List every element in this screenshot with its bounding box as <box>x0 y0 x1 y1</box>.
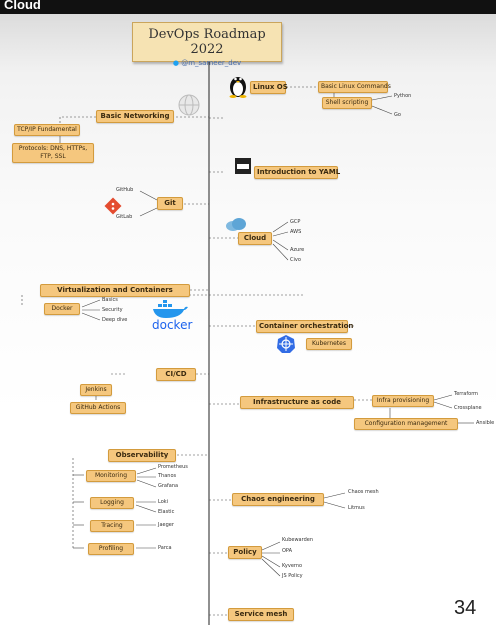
jenkins-box: Jenkins <box>80 384 112 396</box>
basic-networking-box: Basic Networking <box>96 110 174 124</box>
docker-basics-label: Basics <box>102 297 118 303</box>
docker-deep-dive-label: Deep dive <box>102 317 128 323</box>
yaml-file-icon <box>235 158 251 174</box>
loki-label: Loki <box>158 499 169 505</box>
infra-provisioning-box: Infra provisioning <box>372 395 434 407</box>
litmus-label: Litmus <box>348 505 365 511</box>
shell-scripting-box: Shell scripting <box>322 97 372 109</box>
prometheus-label: Prometheus <box>158 464 188 470</box>
cloud-box: Cloud <box>238 232 272 246</box>
elastic-label: Elastic <box>158 509 175 515</box>
grafana-label: Grafana <box>158 483 179 489</box>
docker-whale-icon <box>153 300 188 318</box>
linux-penguin-icon <box>229 77 247 98</box>
observability-box: Observability <box>108 449 176 463</box>
thanos-label: Thanos <box>158 473 177 479</box>
kubernetes-box: Kubernetes <box>306 338 352 350</box>
app-title: Cloud <box>4 0 41 12</box>
logging-box: Logging <box>90 497 134 509</box>
cloud-provider-azure: Azure <box>290 247 305 253</box>
terraform-label: Terraform <box>454 391 479 397</box>
github-actions-box: GitHub Actions <box>70 402 126 414</box>
cloud-provider-civo: Civo <box>290 257 301 263</box>
docker-box: Docker <box>44 303 80 315</box>
docker-security-label: Security <box>102 307 123 313</box>
docker-wordmark: docker <box>152 318 193 332</box>
ansible-label: Ansible <box>476 420 495 426</box>
go-label: Go <box>394 112 401 118</box>
kubernetes-icon <box>277 335 295 353</box>
profiling-box: Profiling <box>88 543 134 555</box>
crossplane-label: Crossplane <box>454 405 482 411</box>
git-box: Git <box>157 197 183 211</box>
policy-box: Policy <box>228 546 262 560</box>
virtualization-containers-box: Virtualization and Containers <box>40 284 190 298</box>
cloud-provider-aws: AWS <box>290 229 302 235</box>
infrastructure-as-code-box: Infrastructure as code <box>240 396 354 410</box>
git-icon <box>104 197 122 215</box>
container-orchestration-box: Container orchestration <box>256 320 353 334</box>
python-label: Python <box>394 93 412 99</box>
cloud-provider-gcp: GCP <box>290 219 301 225</box>
gitlab-label: GitLab <box>116 214 133 220</box>
linux-os-box: Linux OS <box>250 81 288 95</box>
cloud-icon <box>226 218 246 231</box>
kyverno-label: Kyverno <box>282 563 303 569</box>
tracing-box: Tracing <box>90 520 134 532</box>
window-title-bar: Cloud <box>0 0 496 14</box>
protocols-box: Protocols: DNS, HTTPs, FTP, SSL <box>12 143 94 163</box>
service-mesh-box: Service mesh <box>228 608 294 622</box>
page-number: 34 <box>454 597 477 619</box>
introduction-to-yaml-box: Introduction to YAML <box>254 166 340 180</box>
tcpip-box: TCP/IP Fundamental <box>14 124 80 136</box>
kubewarden-label: Kubewarden <box>282 537 313 543</box>
js-policy-label: JS Policy <box>282 573 303 579</box>
chaos-mesh-label: Chaos mesh <box>348 489 379 495</box>
opa-label: OPA <box>282 548 293 554</box>
author-handle: ● @m_sameer_dev <box>172 59 242 67</box>
twitter-icon: ● <box>172 59 179 67</box>
cicd-box: CI/CD <box>156 368 196 382</box>
network-globe-icon <box>178 94 200 116</box>
roadmap-title: DevOps Roadmap 2022 <box>148 27 266 57</box>
monitoring-box: Monitoring <box>86 470 136 482</box>
configuration-management-box: Configuration management <box>354 418 458 430</box>
basic-linux-commands-box: Basic Linux Commands <box>318 81 391 93</box>
roadmap-title-card: DevOps Roadmap 2022 ● @m_sameer_dev <box>132 22 282 67</box>
chaos-engineering-box: Chaos engineering <box>232 493 324 507</box>
github-label: GitHub <box>116 187 134 193</box>
parca-label: Parca <box>158 545 172 551</box>
jaeger-label: Jaeger <box>158 522 174 528</box>
